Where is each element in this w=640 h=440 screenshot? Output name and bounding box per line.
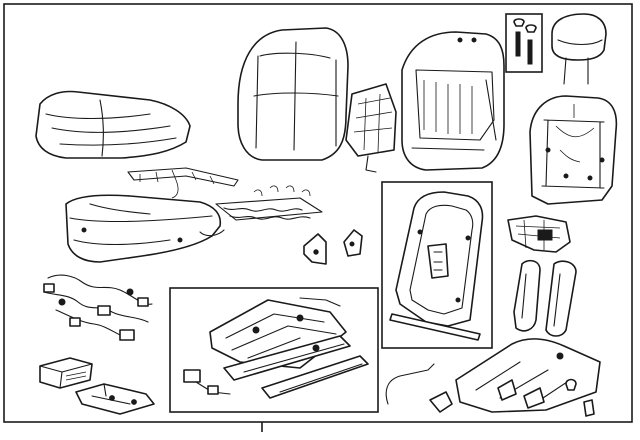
control-module — [39, 357, 93, 389]
recliner-cable — [385, 363, 453, 413]
seat-switch — [455, 338, 601, 417]
power-adjuster-track — [169, 287, 379, 413]
lower-bracket — [75, 383, 155, 415]
cushion-brackets — [303, 229, 363, 265]
seat-cushion-cover — [65, 194, 225, 263]
seatback-heater-element — [345, 83, 397, 173]
seatback-frame — [529, 95, 618, 205]
seatback-frame-assembly — [381, 181, 493, 349]
seatback-cover — [237, 27, 349, 161]
seat-cushion-frame-springs — [215, 185, 323, 221]
headrest-guides — [505, 13, 543, 73]
headrest — [551, 13, 607, 85]
diagram-border — [3, 3, 633, 423]
side-trim-shields — [513, 259, 577, 337]
seat-cushion-pad — [35, 90, 191, 159]
seatback-pad — [401, 31, 505, 171]
lumbar-support — [507, 215, 571, 253]
cushion-heater-element — [127, 167, 239, 199]
wiring-harness — [43, 274, 153, 341]
